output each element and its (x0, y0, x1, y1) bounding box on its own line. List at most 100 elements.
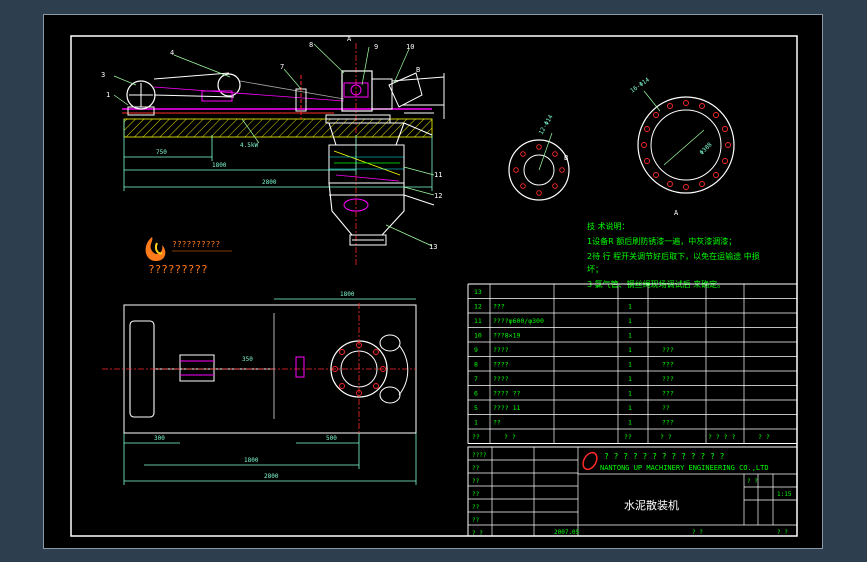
dim-500: 500 (326, 435, 337, 442)
parts-row-material: ??? (662, 375, 674, 383)
title-block: ? ? ? ? ? ? ? ? ? ? ? ? ? NANTONG UP MAC… (467, 446, 798, 537)
drawing-name: 水泥散装机 (624, 498, 679, 512)
detail-view-a: 16-Φ14 Φ388 A (629, 76, 735, 217)
parts-row-name: ???? (493, 361, 509, 369)
parts-header-name: ? ? (504, 433, 516, 441)
parts-row-qty: 1 (628, 390, 632, 398)
plan-view: 300 500 1800 2800 1800 350 (102, 291, 417, 485)
hole-label-large: 16-Φ14 (629, 76, 651, 94)
parts-row-qty: 1 (628, 346, 632, 354)
dim-2800-plan: 2800 (264, 473, 279, 480)
callout-9: 9 (374, 43, 378, 51)
drawing-sheet: 3 1 4 7 8 A 9 10 B 11 12 13 750 1800 280… (43, 14, 823, 549)
dim-350: 350 (242, 356, 253, 363)
parts-row-name: ???? ?? (493, 390, 520, 398)
parts-row-no: 8 (474, 361, 478, 369)
company-name-en: NANTONG UP MACHINERY ENGINEERING CO.,LTD (600, 464, 769, 472)
parts-row-name: ???8×19 (493, 332, 520, 340)
parts-row-name: ?? (493, 419, 501, 427)
detail-view-b: 12-Φ14 B (508, 113, 570, 201)
parts-header-weight: ? ? ? ? (708, 433, 735, 441)
callout-3: 3 (101, 71, 105, 79)
callout-13: 13 (429, 243, 437, 251)
drawing-date: 2007.05 (554, 529, 580, 536)
parts-header-note: ? ? (758, 433, 770, 441)
dim-1800-plan: 1800 (244, 457, 259, 464)
title-left-label: ?? (472, 517, 480, 524)
parts-row-no: 9 (474, 346, 478, 354)
parts-row-material: ??? (662, 361, 674, 369)
dim-750: 750 (156, 149, 167, 156)
parts-row-qty: 1 (628, 332, 632, 340)
title-left-label: ? ? (472, 530, 483, 537)
parts-row-name: ??? (493, 303, 505, 311)
callout-10: 10 (406, 43, 414, 51)
callout-1: 1 (106, 91, 110, 99)
parts-row-name: ????φ600/φ300 (493, 317, 544, 325)
title-left-label: ?? (472, 504, 480, 511)
technical-notes: 技 术说明： 1设备R 额后刷防锈漆一遍，中灰漆调漆； 2待 行 程开关调节好后… (587, 221, 760, 289)
parts-row-no: 10 (474, 332, 482, 340)
parts-row-no: 6 (474, 390, 478, 398)
page-label: ? ? (777, 529, 788, 536)
parts-row-qty: 1 (628, 419, 632, 427)
view-marker-a: A (347, 35, 352, 43)
notes-title: 技 术说明： (587, 221, 630, 231)
title-left-labels: ?????????????? ? ? (472, 452, 487, 537)
notes-line-2: 2待 行 程开关调节好后取下，以免在运输途 中损 (587, 251, 760, 261)
title-left-label: ???? (472, 452, 487, 459)
parts-row-no: 5 (474, 404, 478, 412)
callout-8: 8 (309, 41, 313, 49)
parts-header-material: ? ? (660, 433, 672, 441)
view-marker-b: B (416, 66, 420, 74)
callout-12: 12 (434, 192, 442, 200)
callout-4: 4 (170, 49, 174, 57)
motor-pulley (217, 73, 241, 97)
parts-row-material: ??? (662, 390, 674, 398)
company-name-cn: ? ? ? ? ? ? ? ? ? ? ? ? ? (604, 452, 725, 461)
parts-row-material: ??? (662, 419, 674, 427)
parts-row-qty: 1 (628, 404, 632, 412)
parts-row-name: ???? (493, 375, 509, 383)
parts-row-qty: 1 (628, 303, 632, 311)
parts-row-qty: 1 (628, 317, 632, 325)
parts-row-material: ??? (662, 346, 674, 354)
dim-300: 300 (154, 435, 165, 442)
dim-1800-top: 1800 (340, 291, 355, 298)
title-left-label: ?? (472, 478, 480, 485)
parts-row-no: 7 (474, 375, 478, 383)
parts-row-no: 13 (474, 288, 482, 296)
mid-label: ? ? (692, 529, 703, 536)
parts-row-qty: 1 (628, 375, 632, 383)
parts-row-qty: 1 (628, 361, 632, 369)
elevation-view: 3 1 4 7 8 A 9 10 B 11 12 13 750 1800 280… (101, 35, 445, 265)
notes-line-1: 1设备R 额后刷防锈漆一遍，中灰漆调漆； (587, 236, 736, 246)
parts-header-no: ?? (472, 433, 480, 441)
parts-row-material: ?? (662, 404, 670, 412)
callout-7: 7 (280, 63, 284, 71)
logo-mark-text: ?????????? (172, 240, 220, 249)
dim-2800: 2800 (262, 179, 277, 186)
logo-sub-text: ????????? (148, 263, 208, 276)
parts-row-no: 1 (474, 419, 478, 427)
notes-line-2b: 坏； (587, 264, 603, 274)
parts-row-name: ???? 11 (493, 404, 520, 412)
view-label-a: A (674, 209, 679, 217)
parts-row-no: 11 (474, 317, 482, 325)
parts-row-name: ???? (493, 346, 509, 354)
parts-row-no: 12 (474, 303, 482, 311)
dim-1800: 1800 (212, 162, 227, 169)
parts-header-qty: ?? (624, 433, 632, 441)
title-left-label: ?? (472, 465, 480, 472)
sheet-info: ? ? (747, 478, 758, 485)
view-label-b: B (564, 154, 568, 162)
hole-label-small: 12-Φ14 (538, 113, 555, 136)
drawing-scale: 1:15 (777, 491, 792, 498)
ground-hatch (123, 118, 433, 138)
title-left-label: ?? (472, 491, 480, 498)
callout-11: 11 (434, 171, 442, 179)
dia-label-large: Φ388 (698, 141, 713, 156)
motor-power-label: 4.5kW (240, 142, 258, 149)
